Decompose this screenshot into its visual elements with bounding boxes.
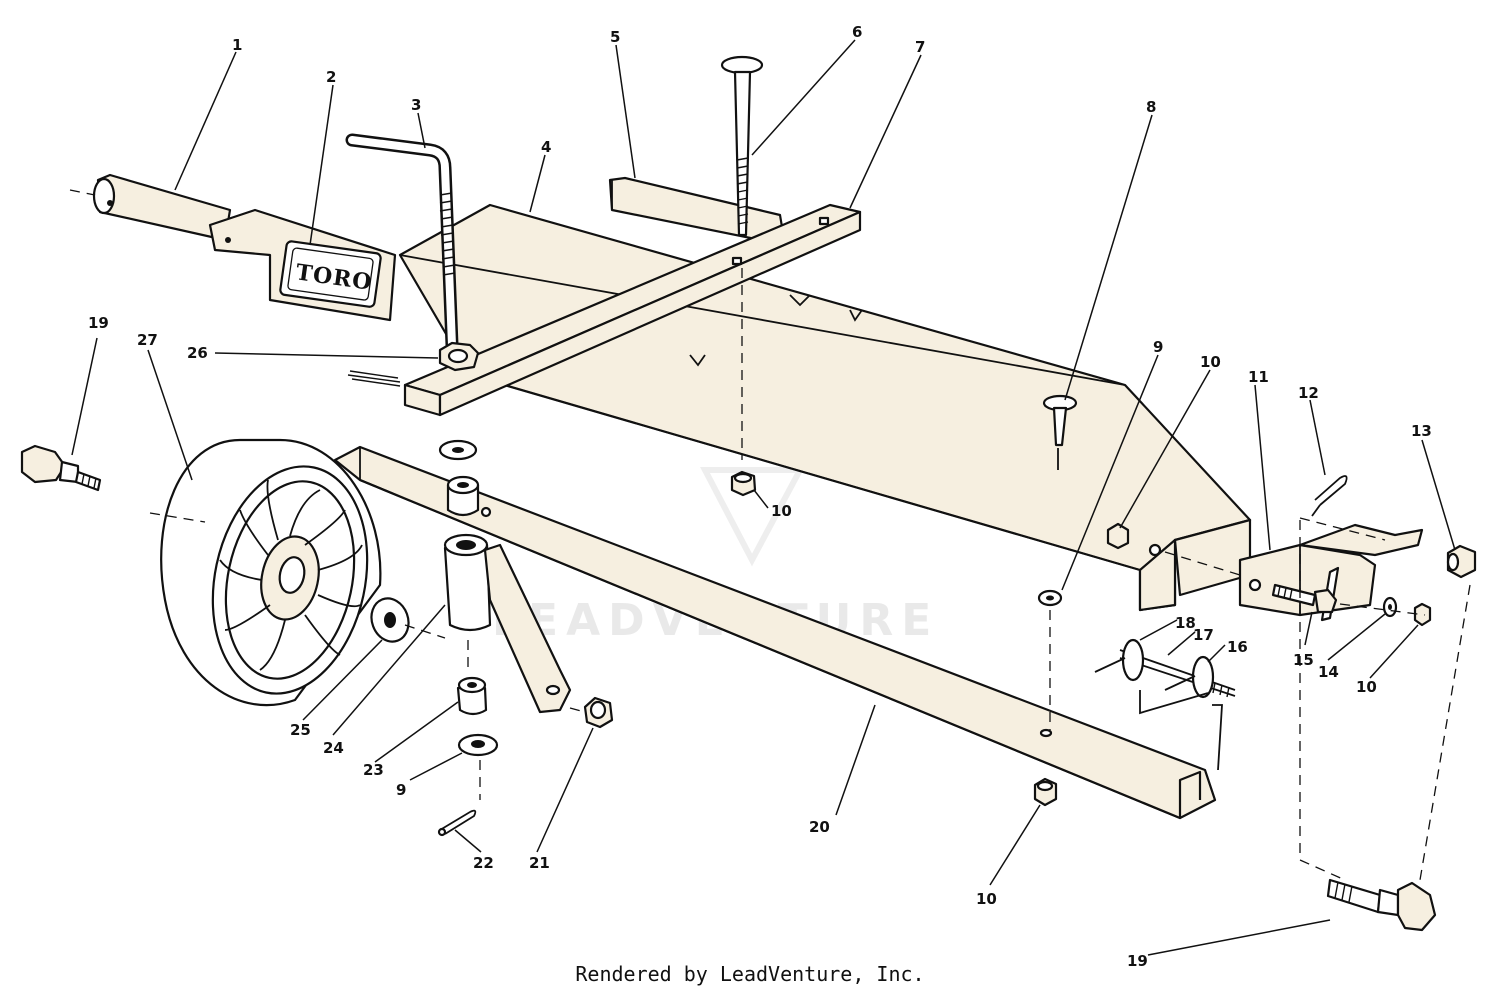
callout-5: 5 <box>610 28 620 46</box>
callout-15: 15 <box>1293 651 1314 669</box>
callout-4: 4 <box>541 138 551 156</box>
stud-thread <box>347 370 401 387</box>
cotter-pin-part-22 <box>437 809 477 837</box>
callout-9-upper: 9 <box>1153 338 1163 356</box>
callout-10-upper: 10 <box>1200 353 1221 371</box>
callout-14: 14 <box>1318 663 1339 681</box>
shoulder-bolt-part-19-right <box>1299 520 1471 932</box>
callout-11: 11 <box>1248 368 1269 386</box>
nut-part-10-right <box>1413 602 1432 627</box>
cross-bar-part-7 <box>403 203 862 417</box>
spacer-stack <box>438 439 572 800</box>
callout-16: 16 <box>1227 638 1248 656</box>
callout-10-right: 10 <box>1356 678 1377 696</box>
flange-nut-part-13 <box>1446 544 1477 579</box>
callout-labels: 1 2 3 4 5 6 7 8 9 10 11 12 13 19 27 26 1… <box>88 23 1432 970</box>
wheel-part-27 <box>149 438 382 707</box>
shoulder-bolt-part-19-left <box>20 444 102 492</box>
callout-7: 7 <box>915 38 925 56</box>
callout-22: 22 <box>473 854 494 872</box>
bolt-part-8 <box>1042 394 1078 470</box>
callout-13: 13 <box>1411 422 1432 440</box>
callout-18: 18 <box>1175 614 1196 632</box>
nut-part-10-deck <box>1106 522 1130 550</box>
callout-10-bottom: 10 <box>976 890 997 908</box>
lower-channel-part-20 <box>333 445 1217 820</box>
callout-1: 1 <box>232 36 242 54</box>
callout-12: 12 <box>1298 384 1319 402</box>
carriage-bolt-part-6 <box>720 55 764 460</box>
callout-20: 20 <box>809 818 830 836</box>
callout-6: 6 <box>852 23 862 41</box>
callout-27: 27 <box>137 331 158 349</box>
callout-25: 25 <box>290 721 311 739</box>
callout-9-lower: 9 <box>396 781 406 799</box>
callout-10-center: 10 <box>771 502 792 520</box>
axle-rod-part-17 <box>1094 638 1236 771</box>
handle-tube-part-1 <box>69 173 232 242</box>
callout-21: 21 <box>529 854 550 872</box>
render-credit: Rendered by LeadVenture, Inc. <box>575 962 925 986</box>
nut-part-21 <box>569 696 614 729</box>
callout-26: 26 <box>187 344 208 362</box>
shoulder-bolt-part-15 <box>1271 583 1338 614</box>
callout-2: 2 <box>326 68 336 86</box>
pivot-bracket-part-11 <box>1238 523 1424 622</box>
callout-17: 17 <box>1193 626 1214 644</box>
callout-23: 23 <box>363 761 384 779</box>
adjusting-rod-part-3 <box>345 133 459 352</box>
nut-part-10-center <box>730 470 757 497</box>
nut-part-26 <box>438 341 480 372</box>
nut-part-10-bottom <box>1033 777 1058 807</box>
exploded-view: LEADVENTURE TORO <box>20 23 1477 970</box>
callout-24: 24 <box>323 739 344 757</box>
callout-8: 8 <box>1146 98 1156 116</box>
logo-bracket-part-2: TORO <box>208 208 397 322</box>
callout-19-right: 19 <box>1127 952 1148 970</box>
clip-pin-part-12 <box>1299 475 1386 541</box>
callout-19-left: 19 <box>88 314 109 332</box>
leader-lines <box>71 39 1456 956</box>
callout-3: 3 <box>411 96 421 114</box>
